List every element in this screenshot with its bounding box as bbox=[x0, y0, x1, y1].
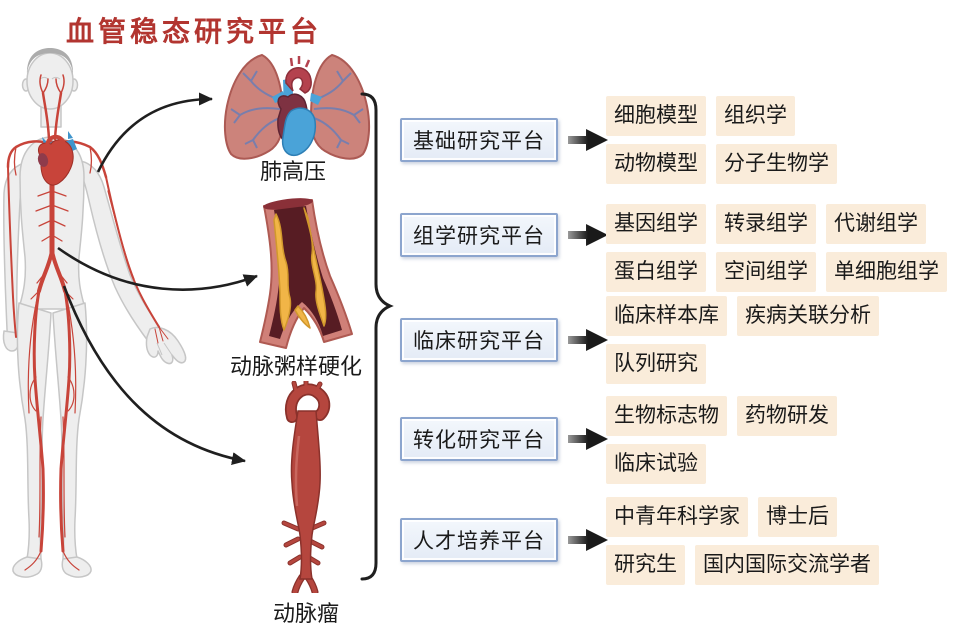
tag-row: 基因组学转录组学代谢组学 bbox=[606, 204, 947, 244]
tag-row: 临床样本库疾病关联分析 bbox=[606, 296, 879, 336]
tag: 组织学 bbox=[716, 96, 795, 136]
tag: 细胞模型 bbox=[606, 96, 706, 136]
tag: 代谢组学 bbox=[826, 204, 926, 244]
tag: 研究生 bbox=[606, 545, 685, 585]
tag-row: 中青年科学家博士后 bbox=[606, 497, 879, 537]
heart-center bbox=[272, 56, 322, 157]
tag-row: 细胞模型组织学 bbox=[606, 96, 837, 136]
platform-box-translational-research: 转化研究平台 bbox=[400, 417, 558, 461]
tag-row: 临床试验 bbox=[606, 444, 837, 484]
tag-row: 研究生国内国际交流学者 bbox=[606, 545, 879, 585]
block-right-arrow-icon bbox=[568, 428, 608, 450]
tag: 空间组学 bbox=[716, 252, 816, 292]
tag-row: 蛋白组学空间组学单细胞组学 bbox=[606, 252, 947, 292]
platform-box-basic-research: 基础研究平台 bbox=[400, 118, 558, 162]
disease-label-aneurysm: 动脉瘤 bbox=[272, 601, 339, 626]
tag: 临床试验 bbox=[606, 444, 706, 484]
plaque bbox=[273, 207, 327, 331]
tag: 临床样本库 bbox=[606, 296, 727, 336]
platform-label: 组学研究平台 bbox=[413, 225, 545, 248]
heart bbox=[37, 131, 77, 186]
atherosclerosis-illustration bbox=[259, 198, 353, 349]
tag: 生物标志物 bbox=[606, 396, 727, 436]
tag: 动物模型 bbox=[606, 144, 706, 184]
platform-label: 临床研究平台 bbox=[413, 330, 545, 353]
tag-row: 生物标志物药物研发 bbox=[606, 396, 837, 436]
tag: 队列研究 bbox=[606, 344, 706, 384]
block-right-arrow-icon bbox=[568, 224, 608, 246]
tag: 药物研发 bbox=[737, 396, 837, 436]
platform-label: 基础研究平台 bbox=[413, 130, 545, 153]
disease-label-atherosclerosis: 动脉粥样硬化 bbox=[229, 354, 362, 379]
aneurysm-bulge bbox=[290, 410, 321, 580]
grouping-brace-icon bbox=[360, 92, 394, 581]
hair bbox=[26, 48, 74, 75]
tag-group-talent-training: 中青年科学家博士后研究生国内国际交流学者 bbox=[606, 497, 879, 585]
tag: 单细胞组学 bbox=[826, 252, 947, 292]
block-right-arrow-icon bbox=[568, 329, 608, 351]
tag-row: 动物模型分子生物学 bbox=[606, 144, 837, 184]
platform-box-omics-research: 组学研究平台 bbox=[400, 213, 558, 257]
platform-label: 人才培养平台 bbox=[413, 530, 545, 553]
tag-group-translational-research: 生物标志物药物研发临床试验 bbox=[606, 396, 837, 484]
aneurysm-illustration bbox=[281, 381, 331, 593]
disease-label-pulmonary-hypertension: 肺高压 bbox=[259, 159, 326, 184]
tag: 疾病关联分析 bbox=[737, 296, 879, 336]
block-right-arrow-icon bbox=[568, 129, 608, 151]
human-vascular-figure bbox=[2, 48, 187, 578]
tag-group-omics-research: 基因组学转录组学代谢组学蛋白组学空间组学单细胞组学 bbox=[606, 204, 947, 292]
tag: 中青年科学家 bbox=[606, 497, 748, 537]
tag-group-clinical-research: 临床样本库疾病关联分析队列研究 bbox=[606, 296, 879, 384]
page-title: 血管稳态研究平台 bbox=[66, 16, 323, 47]
platform-label: 转化研究平台 bbox=[413, 429, 545, 452]
tag: 蛋白组学 bbox=[606, 252, 706, 292]
tag: 博士后 bbox=[758, 497, 837, 537]
platform-box-talent-training: 人才培养平台 bbox=[400, 518, 558, 562]
block-right-arrow-icon bbox=[568, 529, 608, 551]
tag: 分子生物学 bbox=[716, 144, 837, 184]
tag-row: 队列研究 bbox=[606, 344, 879, 384]
tag: 转录组学 bbox=[716, 204, 816, 244]
pulmonary-hypertension-illustration bbox=[223, 53, 371, 160]
tag-group-basic-research: 细胞模型组织学动物模型分子生物学 bbox=[606, 96, 837, 184]
tag: 基因组学 bbox=[606, 204, 706, 244]
platform-box-clinical-research: 临床研究平台 bbox=[400, 318, 558, 362]
tag: 国内国际交流学者 bbox=[695, 545, 879, 585]
